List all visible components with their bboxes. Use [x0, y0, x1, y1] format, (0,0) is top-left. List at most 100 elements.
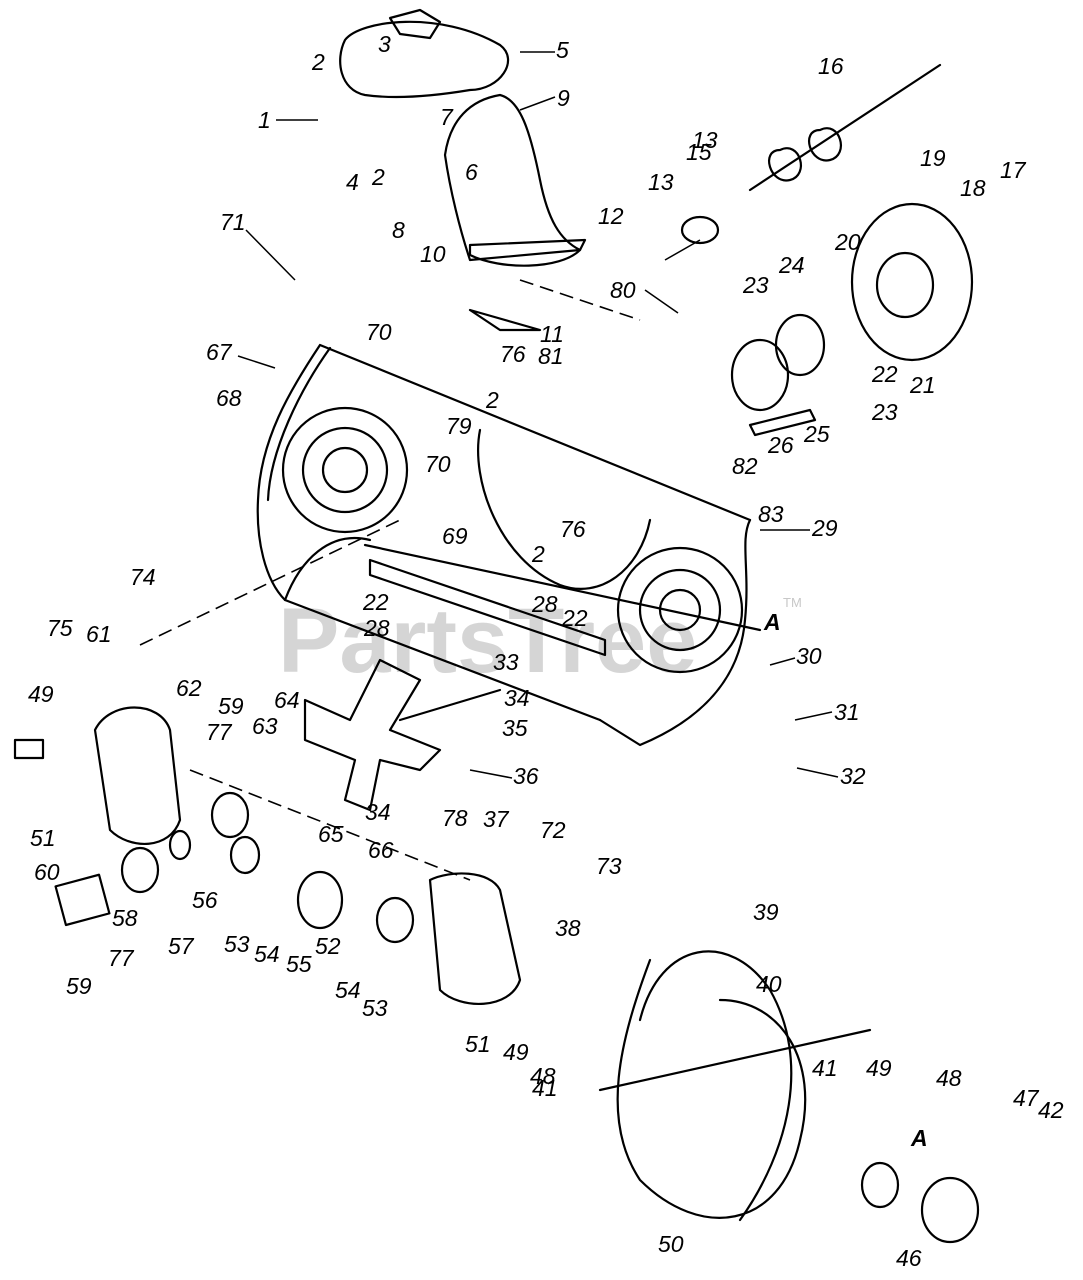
callout-23b: 23 [871, 399, 898, 425]
callout-26: 26 [767, 432, 794, 458]
callout-49: 49 [28, 681, 54, 707]
callout-60: 60 [34, 859, 60, 885]
callout-12: 12 [598, 203, 624, 229]
callout-34: 34 [504, 685, 530, 711]
callout-11: 11 [540, 321, 564, 347]
callout-71: 71 [220, 209, 246, 235]
callout-24: 24 [778, 252, 805, 278]
callout-83: 83 [758, 501, 784, 527]
auger-spiral [598, 950, 980, 1244]
callout-81: 81 [538, 343, 564, 369]
gearbox-assembly [13, 706, 522, 1006]
callout-18: 18 [960, 175, 986, 201]
callout-41: 41 [532, 1075, 558, 1101]
callout-9: 9 [557, 85, 570, 111]
callout-2d: 2 [531, 541, 545, 567]
callout-34b: 34 [365, 799, 391, 825]
callout-52: 52 [315, 933, 341, 959]
callout-59b: 59 [66, 973, 92, 999]
callout-15: 15 [686, 139, 712, 165]
callout-23: 23 [742, 272, 769, 298]
callout-73: 73 [596, 853, 622, 879]
callout-21: 21 [909, 372, 936, 398]
callout-47: 47 [1013, 1085, 1040, 1111]
callout-46: 46 [896, 1245, 922, 1271]
callout-70b: 70 [425, 451, 451, 477]
callout-57: 57 [168, 933, 195, 959]
callout-68: 68 [216, 385, 242, 411]
callout-8: 8 [392, 217, 405, 243]
callout-76: 76 [500, 341, 526, 367]
callout-13: 13 [648, 169, 674, 195]
callout-17: 17 [1000, 157, 1027, 183]
callout-22b: 22 [362, 589, 389, 615]
callout-54: 54 [254, 941, 280, 967]
callout-30: 30 [796, 643, 822, 669]
callout-49c: 49 [866, 1055, 892, 1081]
callout-67: 67 [206, 339, 233, 365]
callout-6: 6 [465, 159, 478, 185]
callout-7: 7 [440, 104, 454, 130]
callout-54b: 54 [335, 977, 361, 1003]
callout-59: 59 [218, 693, 244, 719]
callout-1: 1 [258, 107, 271, 133]
callout-40: 40 [756, 971, 782, 997]
callout-65: 65 [318, 821, 344, 847]
callout-77b: 77 [108, 945, 135, 971]
callout-28b: 28 [531, 591, 558, 617]
callout-64: 64 [274, 687, 300, 713]
auger-shaft-assembly [680, 63, 974, 437]
callout-39: 39 [753, 899, 779, 925]
trademark-mark: TM [783, 595, 802, 610]
watermark-text: PartsTree [278, 590, 697, 692]
callout-13b: 13 [692, 127, 718, 153]
auger-housing [256, 343, 762, 747]
callout-37: 37 [483, 806, 510, 832]
callout-56: 56 [192, 887, 218, 913]
callout-48: 48 [530, 1063, 556, 1089]
callout-79: 79 [446, 413, 472, 439]
view-ref-a-lower: A [910, 1125, 928, 1151]
callout-20: 20 [834, 229, 861, 255]
callout-2: 2 [311, 49, 325, 75]
callout-51: 51 [30, 825, 56, 851]
callout-62: 62 [176, 675, 202, 701]
callout-82: 82 [732, 453, 758, 479]
callout-2b: 2 [371, 164, 385, 190]
callout-53b: 53 [362, 995, 388, 1021]
callout-42: 42 [1038, 1097, 1064, 1123]
discharge-chute [339, 8, 587, 332]
callout-53: 53 [224, 931, 250, 957]
callout-31: 31 [834, 699, 860, 725]
callout-22c: 22 [561, 605, 588, 631]
callout-58: 58 [112, 905, 138, 931]
callout-33: 33 [493, 649, 519, 675]
impeller [303, 658, 502, 812]
callout-48b: 48 [936, 1065, 962, 1091]
callout-66: 66 [368, 837, 394, 863]
callout-22: 22 [871, 361, 898, 387]
callout-76b: 76 [560, 516, 586, 542]
callout-49b: 49 [503, 1039, 529, 1065]
callout-16: 16 [818, 53, 844, 79]
callout-70: 70 [366, 319, 392, 345]
callout-69: 69 [442, 523, 468, 549]
callout-51b: 51 [465, 1031, 491, 1057]
callout-77: 77 [206, 719, 233, 745]
callout-29: 29 [811, 515, 838, 541]
callout-41b: 41 [812, 1055, 838, 1081]
callout-72: 72 [540, 817, 566, 843]
callout-61: 61 [86, 621, 112, 647]
callout-labels: 1 2 2 2 2 3 4 5 6 7 8 9 10 11 12 13 13 1… [28, 31, 1064, 1271]
callout-25: 25 [803, 421, 830, 447]
callout-36: 36 [513, 763, 539, 789]
callout-78: 78 [442, 805, 468, 831]
callout-2c: 2 [485, 387, 499, 413]
view-ref-a-upper: A [763, 609, 781, 635]
leader-lines [237, 51, 839, 779]
callout-4: 4 [346, 169, 359, 195]
callout-74: 74 [130, 564, 156, 590]
callout-75: 75 [47, 615, 73, 641]
callout-19: 19 [920, 145, 946, 171]
